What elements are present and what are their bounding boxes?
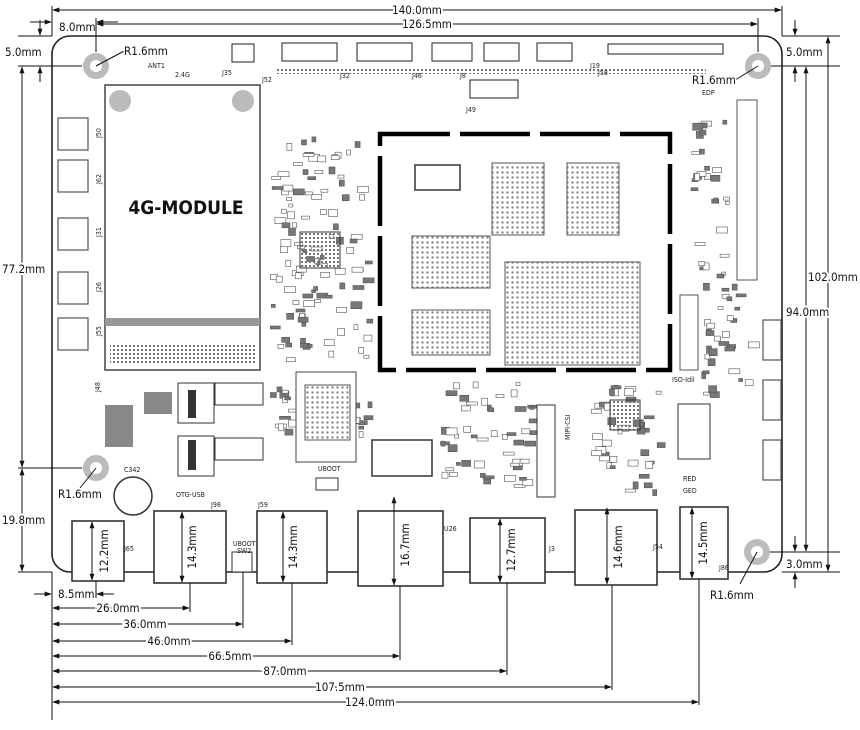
hole-radius-bottom-left: R1.6mm	[58, 487, 102, 501]
silk-j98: J98	[210, 501, 221, 509]
mipi-connector	[536, 404, 556, 498]
dim-124: 124.0mm	[345, 695, 395, 709]
ic-qfn	[609, 399, 641, 431]
silk-j8: J8	[459, 72, 466, 80]
silk-isp: ISO-Idil	[672, 376, 695, 384]
dim-126-5: 126.5mm	[402, 17, 452, 31]
sw2-switch	[231, 551, 253, 573]
height-j3: 12.7mm	[504, 528, 518, 571]
height-j59: 14.3mm	[286, 525, 300, 568]
silk-red: RED	[683, 475, 696, 483]
ram-chip-3	[411, 309, 491, 356]
silk-j52: J52	[261, 76, 272, 84]
ic-soic	[371, 439, 433, 477]
height-j54: 14.6mm	[611, 525, 625, 568]
silk-j19: J19	[589, 62, 600, 70]
dim-140: 140.0mm	[392, 3, 442, 17]
dim-94: 94.0mm	[786, 305, 829, 319]
dim-66-5: 66.5mm	[208, 649, 251, 663]
dim-36: 36.0mm	[123, 617, 166, 631]
bottom-connectors	[71, 506, 729, 587]
dim-3-0-right: 3.0mm	[786, 557, 823, 571]
ic-bga-small	[304, 384, 351, 441]
dim-8-5: 8.5mm	[58, 587, 95, 601]
emmc-chip	[411, 235, 491, 289]
silk-j58: J58	[597, 69, 608, 77]
silk-uboot: UBOOT	[318, 465, 341, 473]
4g-module: 4G-MODULE	[104, 84, 261, 371]
silk-sw2: SW2	[237, 547, 251, 555]
hole-radius-top-left: R1.6mm	[124, 44, 168, 58]
silk-mipi: MIPI-CSI	[564, 414, 572, 440]
top-connectors	[231, 42, 724, 99]
dim-8-0: 8.0mm	[59, 20, 96, 34]
silk-j59: J59	[257, 501, 268, 509]
height-u26: 16.7mm	[398, 523, 412, 566]
inductor-group	[105, 382, 264, 477]
pmic-chip	[414, 164, 461, 191]
height-j98: 14.3mm	[185, 525, 199, 568]
silk-uboot-sw: UBOOT	[233, 540, 256, 548]
dim-102: 102.0mm	[808, 270, 858, 284]
silk-ant1: ANT1	[148, 62, 165, 70]
dim-46: 46.0mm	[147, 634, 190, 648]
silk-j86: J86	[718, 564, 729, 572]
silk-j46: J46	[411, 72, 422, 80]
dim-77-2: 77.2mm	[2, 262, 45, 276]
dim-19-8: 19.8mm	[2, 513, 45, 527]
soc-shield-frame	[377, 131, 673, 373]
hole-radius-top-right: R1.6mm	[692, 73, 736, 87]
silk-grd: GED	[683, 487, 697, 495]
silk-otg: OTG-USB	[176, 491, 205, 499]
silk-j50: J50	[95, 128, 103, 139]
left-connectors	[57, 117, 89, 351]
dim-107-5: 107.5mm	[315, 680, 365, 694]
hole-radius-bottom-right: R1.6mm	[710, 588, 754, 602]
dim-87: 87.0mm	[263, 664, 306, 678]
silk-2-4g: 2.4G	[175, 71, 190, 79]
edp-connector	[736, 99, 758, 281]
ic-qfp	[299, 231, 341, 269]
side-connector	[679, 294, 699, 371]
silk-u26: U26	[444, 525, 457, 533]
ram-chip-2	[566, 162, 620, 236]
silk-j48: J48	[94, 382, 102, 393]
height-j65: 12.2mm	[97, 529, 111, 572]
ram-chip-1	[491, 162, 545, 236]
silk-j35: J35	[221, 69, 232, 77]
silk-j49: J49	[465, 106, 476, 114]
silk-j3: J3	[548, 545, 555, 553]
dim-5-0-left: 5.0mm	[5, 45, 42, 59]
silk-j26: J26	[95, 282, 103, 293]
silk-c342: C342	[124, 466, 140, 474]
silk-edp: EDP	[702, 89, 715, 97]
silk-j55: J55	[95, 326, 103, 337]
4g-module-label: 4G-MODULE	[128, 197, 243, 219]
uboot-button	[315, 477, 339, 491]
silk-j65: J65	[123, 545, 134, 553]
ic-right	[677, 403, 711, 460]
height-j86: 14.5mm	[696, 521, 710, 564]
top-pad-row	[276, 68, 706, 74]
dim-26: 26.0mm	[96, 601, 139, 615]
soc-main	[504, 261, 641, 366]
right-connectors	[762, 319, 782, 481]
silk-j31: J31	[95, 227, 103, 238]
silk-j54: J54	[652, 543, 663, 551]
silk-j62: J62	[95, 174, 103, 185]
capacitor-c342	[113, 476, 153, 516]
silk-j32: J32	[339, 72, 350, 80]
dim-5-0-right: 5.0mm	[786, 45, 823, 59]
